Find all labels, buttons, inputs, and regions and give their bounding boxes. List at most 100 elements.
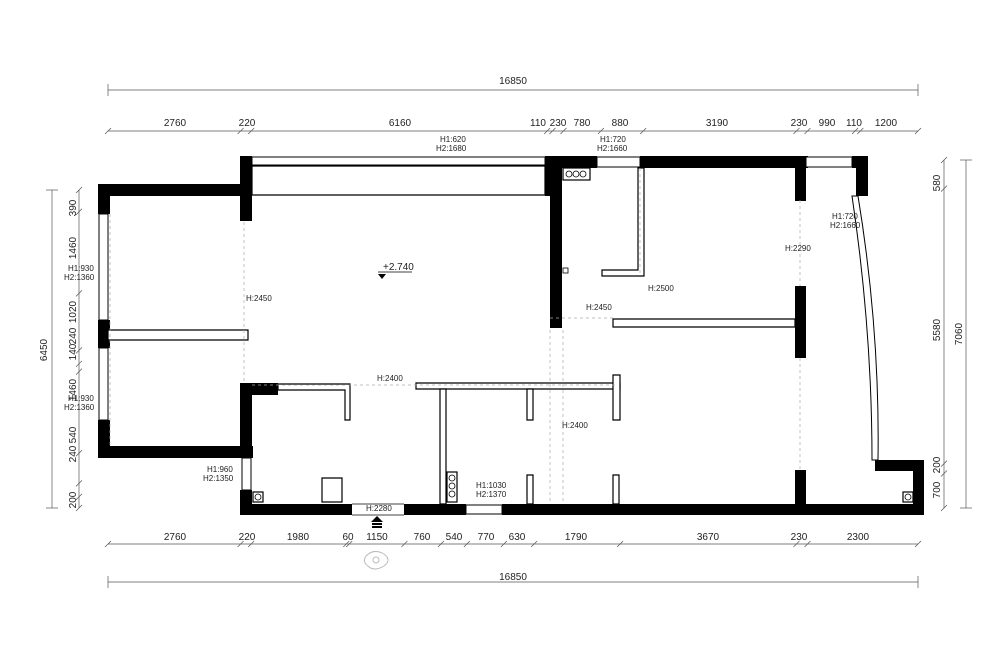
dimension-tick [75,360,83,368]
dimension-tick [804,540,811,548]
dimension-tick [237,540,244,548]
top-segment-dimensions: 2760 220 6160 110 230 780 880 3190 230 9… [104,118,922,135]
windows [98,156,879,515]
dimension-tick [75,493,83,501]
top-dim-3: 6160 [389,118,412,129]
dimension-tick [345,540,353,548]
dimension-tick [639,127,647,135]
dimension-tick [75,186,83,194]
win-left1-h1: H1:930 [68,264,94,273]
dimension-tick [940,156,948,164]
win-top2-h1: H1:720 [600,135,626,144]
bottom-total-dimension: 16850 [107,572,919,588]
dimension-tick [560,127,567,135]
opening-annotations: H1:620 H2:1680 H1:720 H2:1660 H1:720 H2:… [64,135,861,513]
top-total-dimension: 16850 [107,76,919,96]
left-dim-7: 540 [68,426,79,443]
dimension-tick [343,540,350,548]
entrance-door [352,503,404,516]
dimension-tick [437,540,445,548]
left-dim-6: 1460 [68,378,79,401]
top-dim-6: 780 [574,118,591,129]
dimension-tick [401,540,408,548]
dimension-tick [75,449,83,457]
left-dim-9: 200 [68,491,79,508]
right-dim-1: 580 [932,174,943,191]
dimension-tick [75,368,83,375]
fixtures [252,167,914,503]
bottom-dim-1: 2760 [164,532,187,543]
top-dim-9: 230 [791,118,808,129]
right-total-label: 7060 [954,322,965,345]
dimension-tick [104,127,112,135]
dimension-tick [940,504,948,512]
left-dim-5: 140 [68,343,79,360]
bottom-dim-12: 230 [791,532,808,543]
dimension-tick [543,127,551,135]
win-left1-h2: H2:1360 [64,273,95,282]
beam-lines [109,168,801,504]
beam-2400-top: H:2400 [377,374,403,383]
top-dim-12: 1200 [875,118,898,129]
beam-2450-mid: H:2450 [586,303,612,312]
door-2280: H:2280 [366,504,392,513]
win-top-h2: H2:1680 [436,144,467,153]
dimension-tick [463,540,471,548]
win-right-h2: H2:1660 [830,221,861,230]
dimension-tick [247,127,255,135]
dimension-tick [857,127,864,135]
win-top-h1: H1:620 [440,135,466,144]
dimension-tick [75,504,83,512]
top-total-label: 16850 [499,76,527,87]
beam-2400-right: H:2400 [562,421,588,430]
bottom-dim-2: 220 [239,532,256,543]
top-dim-10: 990 [819,118,836,129]
dimension-tick [597,127,605,135]
dimension-tick [530,540,538,548]
dimension-tick [75,480,83,487]
dimension-tick [940,460,948,467]
dimension-tick [940,185,948,192]
win-right-h1: H1:720 [832,212,858,221]
bottom-dim-11: 3670 [697,532,720,543]
dimension-tick [75,290,83,297]
dimension-tick [75,347,83,354]
bottom-dim-9: 630 [509,532,526,543]
right-inner-dimensions: 580 5580 200 700 [932,156,948,512]
win-left2-h1: H1:930 [68,394,94,403]
win-bl-h2: H2:1350 [203,474,234,483]
win-bottom-h2: H2:1370 [476,490,507,499]
top-dim-8: 3190 [706,118,729,129]
dimension-tick [247,540,255,548]
bottom-dim-3: 1980 [287,532,310,543]
dimension-tick [616,540,624,548]
top-dim-4: 110 [530,118,546,129]
top-dim-7: 880 [612,118,629,129]
top-dim-2: 220 [239,118,256,129]
bottom-dim-5: 1150 [366,532,388,543]
left-dim-8: 240 [68,445,79,462]
right-dim-4: 700 [932,481,943,498]
left-dim-4: 240 [68,327,79,344]
beam-2450-left: H:2450 [246,294,272,303]
dimension-tick [804,127,811,135]
left-dim-3: 1020 [68,300,79,323]
dimension-tick [237,127,244,135]
left-total-dimension: 6450 [39,189,58,509]
dimension-tick [940,470,948,477]
dimension-tick [851,127,859,135]
bottom-dim-6: 760 [414,532,431,543]
dimension-tick [104,540,112,548]
bottom-total-label: 16850 [499,572,527,583]
win-bl-h1: H1:960 [207,465,233,474]
bottom-dim-8: 770 [478,532,495,543]
beam-2290: H:2290 [785,244,811,253]
top-dim-11: 110 [846,118,862,129]
dimension-tick [793,127,800,135]
left-total-label: 6450 [39,338,50,361]
elevation-marker-icon: +2.740 [378,262,414,279]
beam-2500: H:2500 [648,284,674,293]
left-dim-2: 1460 [68,236,79,259]
dimension-tick [549,127,556,135]
bottom-dim-4: 60 [342,532,354,543]
